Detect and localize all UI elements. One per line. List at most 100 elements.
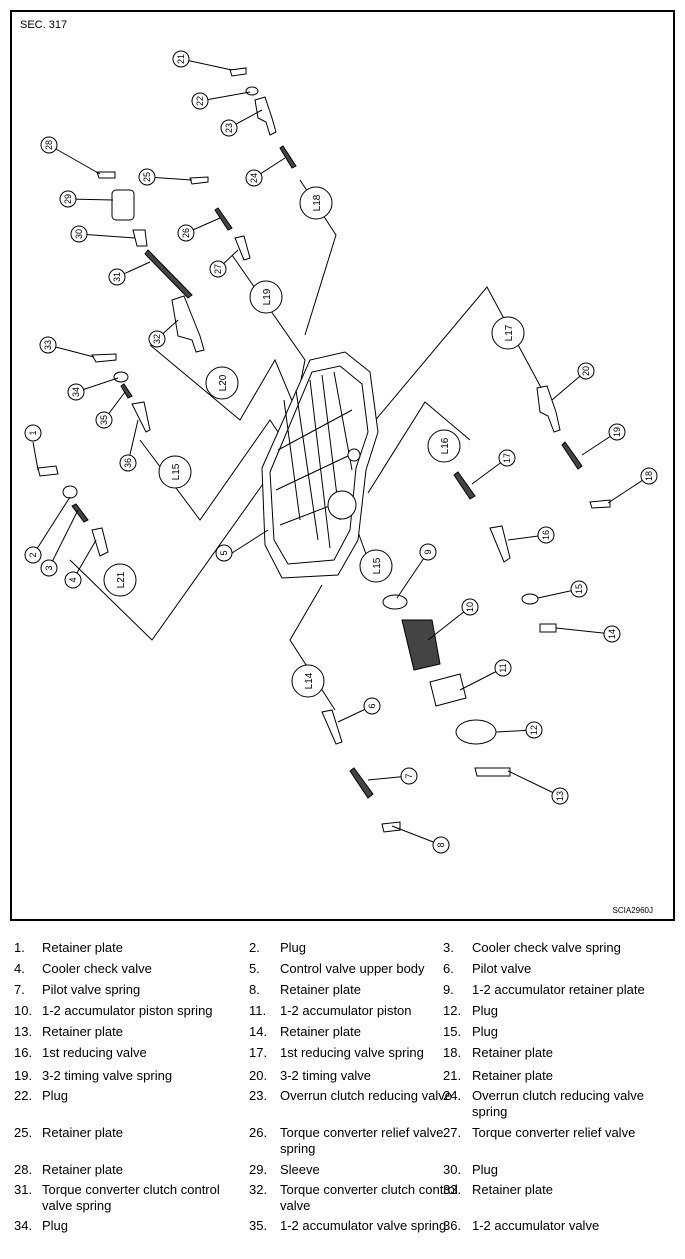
svg-text:13: 13 xyxy=(555,791,565,801)
svg-text:9: 9 xyxy=(423,549,433,554)
torque-converter-relief-valve-spring xyxy=(214,207,233,231)
torque-converter-relief-valve xyxy=(234,235,251,261)
svg-text:35: 35 xyxy=(99,415,109,425)
cooler-check-valve-spring xyxy=(71,503,89,523)
svg-text:11: 11 xyxy=(498,663,508,672)
plug-2 xyxy=(62,485,78,499)
callout-31: 31 xyxy=(108,268,126,286)
legend-text: 1-2 accumulator valve spring xyxy=(280,1218,447,1233)
legend-text: 1-2 accumulator valve xyxy=(472,1218,600,1233)
svg-text:L21: L21 xyxy=(116,571,127,588)
callout-29: 29 xyxy=(59,190,77,208)
retainer-plate-1 xyxy=(37,465,59,477)
legend-text: Retainer plate xyxy=(280,982,361,997)
legend-number: 26. xyxy=(249,1125,268,1140)
3-2-timing-valve-spring xyxy=(561,441,583,470)
svg-text:L14: L14 xyxy=(304,672,315,689)
legend-number: 3. xyxy=(443,940,454,955)
control-valve-upper-body xyxy=(261,351,379,579)
svg-text:6: 6 xyxy=(367,703,377,708)
callout-25: 25 xyxy=(138,168,156,186)
callout-6: 6 xyxy=(363,697,381,715)
legend-text: Torque converter clutch control valve xyxy=(280,1182,458,1213)
svg-text:4: 4 xyxy=(68,577,78,582)
legend-number: 22. xyxy=(14,1088,33,1103)
legend-text: Torque converter clutch control valve sp… xyxy=(42,1182,220,1213)
legend-text: Cooler check valve xyxy=(42,961,152,976)
line-labels: L14 L15 L15 L16 L17 L18 L19 L20 L21 xyxy=(103,186,525,698)
svg-text:15: 15 xyxy=(574,584,584,594)
svg-text:L17: L17 xyxy=(504,324,515,341)
legend-text: Cooler check valve spring xyxy=(472,940,621,955)
1-2-accumulator-piston xyxy=(429,673,467,707)
section-label: SEC. 317 xyxy=(20,19,68,31)
svg-text:23: 23 xyxy=(224,123,234,133)
line-label-l20: L20 xyxy=(205,366,239,400)
callout-10: 10 xyxy=(461,598,479,616)
legend-number: 7. xyxy=(14,982,25,997)
svg-text:2: 2 xyxy=(28,552,38,557)
callout-35: 35 xyxy=(95,411,113,429)
legend-text: Retainer plate xyxy=(472,1045,553,1060)
exploded-diagram: 1 2 3 4 5 6 7 8 9 10 11 12 13 14 15 16 1… xyxy=(24,50,658,854)
callout-15: 15 xyxy=(570,580,588,598)
svg-text:24: 24 xyxy=(249,173,259,183)
svg-text:3: 3 xyxy=(44,565,54,570)
svg-text:22: 22 xyxy=(195,96,205,106)
legend-number: 24. xyxy=(443,1088,462,1103)
svg-text:14: 14 xyxy=(607,629,617,639)
svg-text:5: 5 xyxy=(219,550,229,555)
callout-16: 16 xyxy=(537,526,555,544)
svg-text:L18: L18 xyxy=(312,194,323,211)
legend-text: Retainer plate xyxy=(472,1182,553,1197)
callout-21: 21 xyxy=(172,50,190,68)
callout-8: 8 xyxy=(432,836,450,854)
legend-number: 4. xyxy=(14,961,25,976)
line-label-l16: L16 xyxy=(427,429,461,463)
svg-text:L15: L15 xyxy=(171,463,182,480)
retainer-plate-14 xyxy=(539,623,557,633)
callout-14: 14 xyxy=(603,625,621,643)
svg-text:16: 16 xyxy=(541,530,551,540)
cooler-check-valve xyxy=(91,527,109,557)
legend-number: 2. xyxy=(249,940,260,955)
callout-12: 12 xyxy=(525,721,543,739)
svg-text:25: 25 xyxy=(142,172,152,182)
legend-number: 14. xyxy=(249,1024,268,1039)
legend-number: 27. xyxy=(443,1125,462,1140)
svg-text:12: 12 xyxy=(529,725,539,735)
callout-circles: 1 2 3 4 5 6 7 8 9 10 11 12 13 14 15 16 1… xyxy=(24,50,658,854)
legend-text: 1st reducing valve spring xyxy=(280,1045,424,1060)
parts xyxy=(37,67,611,833)
callout-2: 2 xyxy=(24,546,42,564)
legend-text: Torque converter relief valve spring xyxy=(280,1125,444,1156)
callout-34: 34 xyxy=(67,383,85,401)
svg-text:27: 27 xyxy=(213,264,223,274)
retainer-plate-25 xyxy=(189,176,209,185)
legend-number: 15. xyxy=(443,1024,462,1039)
legend-number: 28. xyxy=(14,1162,33,1177)
pilot-valve xyxy=(321,709,343,745)
torque-converter-clutch-control-valve-spring xyxy=(144,249,193,299)
legend-text: Retainer plate xyxy=(42,1024,123,1039)
svg-text:L15: L15 xyxy=(372,557,383,574)
callout-17: 17 xyxy=(498,449,516,467)
overrun-clutch-reducing-valve-spring xyxy=(279,145,297,169)
legend-number: 1. xyxy=(14,940,25,955)
svg-text:36: 36 xyxy=(123,458,133,468)
plug-15 xyxy=(521,593,539,605)
line-label-l21: L21 xyxy=(103,563,137,597)
legend-number: 21. xyxy=(443,1068,462,1083)
legend-text: Overrun clutch reducing valve spring xyxy=(472,1088,644,1119)
svg-text:L19: L19 xyxy=(262,288,273,305)
legend-number: 29. xyxy=(249,1162,268,1177)
legend-text: 3-2 timing valve spring xyxy=(42,1068,173,1083)
legend-number: 10. xyxy=(14,1003,33,1018)
legend-number: 19. xyxy=(14,1068,33,1083)
svg-text:19: 19 xyxy=(612,427,622,437)
legend-number: 23. xyxy=(249,1088,268,1103)
legend-text: Retainer plate xyxy=(42,1125,123,1140)
svg-text:26: 26 xyxy=(181,228,191,238)
legend-number: 31. xyxy=(14,1182,33,1197)
legend-number: 33. xyxy=(443,1182,462,1197)
